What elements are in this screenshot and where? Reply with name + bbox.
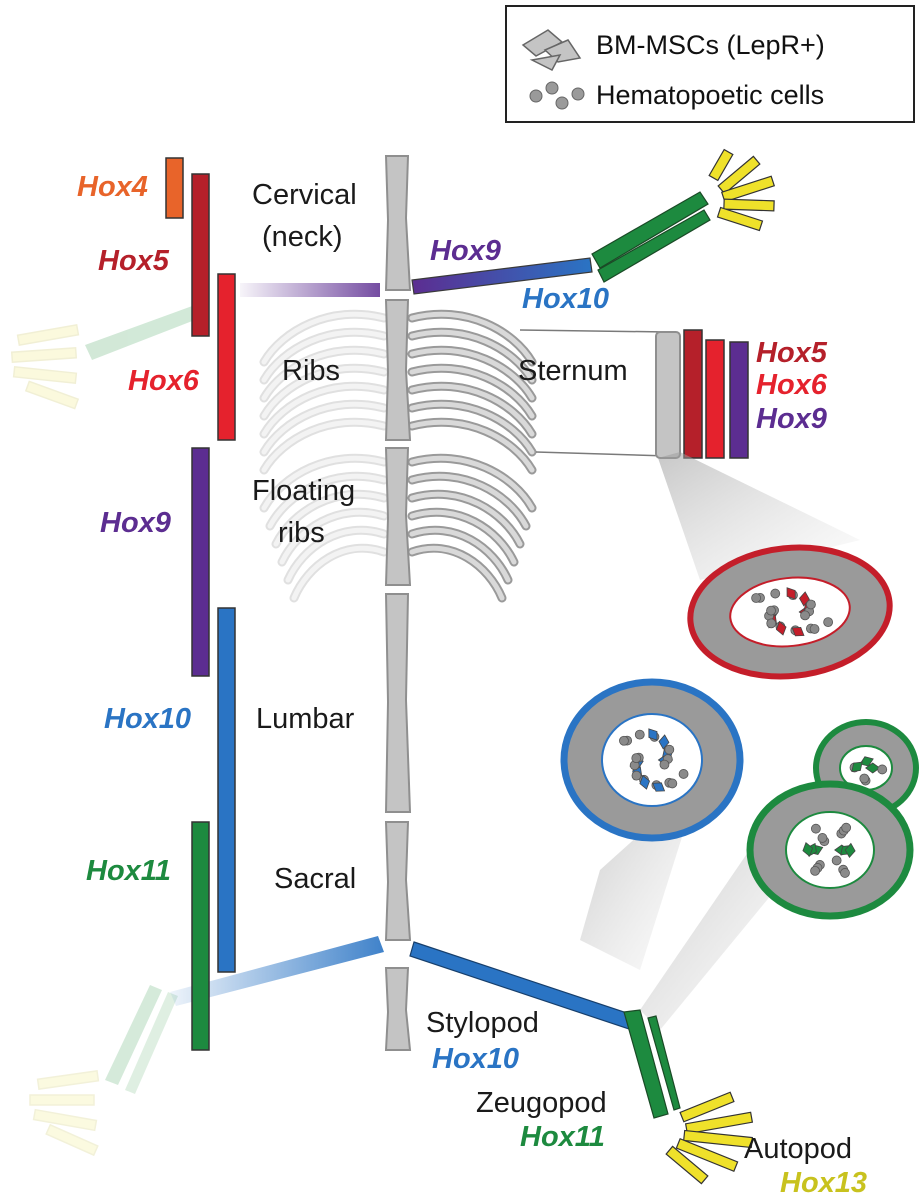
hematopoietic-cell xyxy=(767,606,776,615)
axial-hox4-bar xyxy=(166,158,183,218)
hematopoietic-cell xyxy=(811,824,820,833)
hematopoietic-cell xyxy=(818,833,827,842)
hematopoietic-cell xyxy=(660,760,669,769)
axial-hox9-label: Hox9 xyxy=(100,507,171,539)
hematopoietic-cell xyxy=(635,730,644,739)
zeugopod-hox11-label: Hox11 xyxy=(520,1121,605,1153)
hematopoietic-cell xyxy=(806,600,815,609)
cervical-sub-label: (neck) xyxy=(262,221,343,253)
right-ribs xyxy=(412,314,532,598)
hematopoietic-cell xyxy=(811,866,820,875)
axial-hox11-bar xyxy=(192,822,209,1050)
right-forelimb xyxy=(412,150,774,294)
hematopoietic-cell xyxy=(767,619,776,628)
zeugopod-label: Zeugopod xyxy=(476,1087,607,1119)
sternum-hox6-bar xyxy=(706,340,724,458)
sternum-hox5-label: Hox5 xyxy=(756,337,828,369)
axial-hox11-label: Hox11 xyxy=(86,855,171,887)
hematopoietic-cell xyxy=(665,745,674,754)
forelimb-hox9-label: Hox9 xyxy=(430,235,501,267)
hematopoietic-cell xyxy=(842,823,851,832)
stylopod-hox10-label: Hox10 xyxy=(432,1043,519,1075)
axial-hox5-bar xyxy=(192,174,209,336)
floating-ribs-label-2: ribs xyxy=(278,517,325,549)
lumbar-vertebrae xyxy=(386,594,410,812)
sternum xyxy=(520,330,748,458)
caudal-vertebrae xyxy=(386,968,410,1050)
sacral-label: Sacral xyxy=(274,863,356,895)
axial-hox5-label: Hox5 xyxy=(98,245,170,277)
zeugopod-cross-section-large xyxy=(750,784,910,916)
axial-hox4-label: Hox4 xyxy=(77,171,148,203)
axial-hox6-bar xyxy=(218,274,235,440)
hematopoietic-cell xyxy=(840,868,849,877)
left-forelimb-girdle xyxy=(240,283,380,297)
hematopoietic-cell xyxy=(771,589,780,598)
autopod-hox13-label: Hox13 xyxy=(780,1167,867,1199)
floating-ribs-label-1: Floating xyxy=(252,475,355,507)
sternum-hox6-label: Hox6 xyxy=(756,369,828,401)
forelimb-hox10-label: Hox10 xyxy=(522,283,609,315)
lumbar-label: Lumbar xyxy=(256,703,355,735)
hematopoietic-cell xyxy=(632,771,641,780)
ribs-label: Ribs xyxy=(282,355,340,387)
axial-hox6-label: Hox6 xyxy=(128,365,200,397)
hematopoietic-cell xyxy=(668,779,677,788)
hematopoietic-cell xyxy=(860,774,869,783)
cervical-label: Cervical xyxy=(252,179,357,211)
hematopoietic-cell xyxy=(679,769,688,778)
forelimb-autopod-digits xyxy=(709,150,774,231)
hematopoietic-cell xyxy=(752,594,761,603)
axial-hox10-label: Hox10 xyxy=(104,703,191,735)
autopod-label: Autopod xyxy=(744,1133,852,1165)
legend-msc-label: BM-MSCs (LepR+) xyxy=(596,30,825,60)
hematopoietic-cell xyxy=(824,618,833,627)
legend-hematopoietic-label: Hematopoetic cells xyxy=(596,80,824,110)
hematopoietic-cell xyxy=(801,611,810,620)
stylopod-label: Stylopod xyxy=(426,1007,539,1039)
hematopoietic-cell xyxy=(832,856,841,865)
hematopoietic-cell xyxy=(619,736,628,745)
thoracic-vertebrae xyxy=(386,300,410,440)
sternum-hox9-bar xyxy=(730,342,748,458)
cervical-vertebrae xyxy=(386,156,410,290)
sacral-vertebrae xyxy=(386,822,410,940)
left-hindlimb-faded xyxy=(30,985,178,1155)
sternum-hox9-label: Hox9 xyxy=(756,403,827,435)
hematopoietic-cell xyxy=(878,765,887,774)
axial-hox-bars xyxy=(166,158,235,1050)
sternum-bone xyxy=(656,332,680,458)
stylopod-cross-section xyxy=(564,682,740,838)
hematopoietic-cell xyxy=(810,625,819,634)
axial-hox10-bar xyxy=(218,608,235,972)
spine xyxy=(386,156,410,1050)
sternum-label: Sternum xyxy=(518,355,628,387)
floating-rib-vertebrae xyxy=(386,448,410,585)
hematopoietic-cell xyxy=(632,754,641,763)
sternum-hox5-bar xyxy=(684,330,702,458)
legend: BM-MSCs (LepR+) Hematopoetic cells xyxy=(506,6,914,122)
axial-hox9-bar xyxy=(192,448,209,676)
